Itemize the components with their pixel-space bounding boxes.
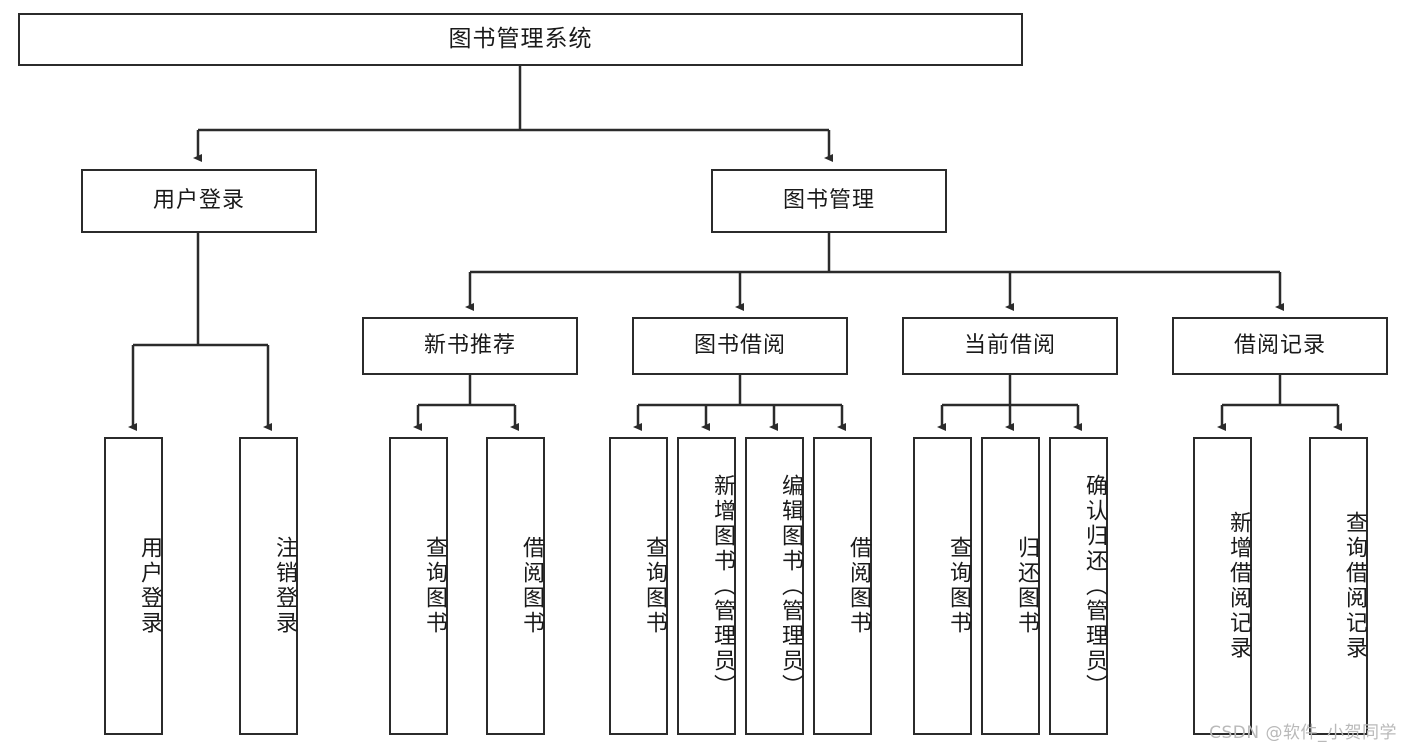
edge-login-to-leaves bbox=[128, 232, 272, 431]
edge-bookmgmt-to-level3 bbox=[465, 232, 1284, 311]
node-leaf-borrow-book[interactable]: 借阅图书 bbox=[813, 437, 872, 735]
node-leaf-logout-label: 注销登录 bbox=[272, 536, 297, 636]
node-leaf-query-borrow-record-label: 查询借阅记录 bbox=[1342, 511, 1367, 661]
edge-current-to-leaves bbox=[937, 375, 1082, 431]
node-current-borrow[interactable]: 当前借阅 bbox=[902, 317, 1118, 375]
node-leaf-query-book-new-label: 查询图书 bbox=[422, 536, 447, 636]
node-leaf-query-borrow-record[interactable]: 查询借阅记录 bbox=[1309, 437, 1368, 735]
node-borrow-records[interactable]: 借阅记录 bbox=[1172, 317, 1388, 375]
node-leaf-borrow-book-new[interactable]: 借阅图书 bbox=[486, 437, 545, 735]
node-leaf-edit-book-admin-label: 编辑图书（管理员） bbox=[778, 473, 803, 699]
node-leaf-add-book-admin[interactable]: 新增图书（管理员） bbox=[677, 437, 736, 735]
node-new-book-recommend-label: 新书推荐 bbox=[423, 332, 516, 358]
node-root-label: 图书管理系统 bbox=[448, 25, 593, 52]
node-leaf-confirm-return-admin-label: 确认归还（管理员） bbox=[1082, 473, 1107, 699]
node-leaf-borrow-book-new-label: 借阅图书 bbox=[519, 536, 544, 636]
node-leaf-add-borrow-record[interactable]: 新增借阅记录 bbox=[1193, 437, 1252, 735]
node-leaf-return-book-label: 归还图书 bbox=[1014, 536, 1039, 636]
node-root[interactable]: 图书管理系统 bbox=[18, 13, 1023, 66]
node-leaf-borrow-book-label: 借阅图书 bbox=[846, 536, 871, 636]
watermark-text: CSDN @软件_小贺同学 bbox=[1209, 723, 1397, 743]
node-leaf-query-book-current[interactable]: 查询图书 bbox=[913, 437, 972, 735]
edge-borrow-to-leaves bbox=[633, 375, 846, 431]
node-current-borrow-label: 当前借阅 bbox=[963, 332, 1056, 358]
node-book-borrow-label: 图书借阅 bbox=[693, 332, 786, 358]
node-user-login[interactable]: 用户登录 bbox=[81, 169, 317, 233]
node-book-borrow[interactable]: 图书借阅 bbox=[632, 317, 848, 375]
node-leaf-add-borrow-record-label: 新增借阅记录 bbox=[1226, 511, 1251, 661]
node-book-management-label: 图书管理 bbox=[782, 187, 875, 213]
node-leaf-edit-book-admin[interactable]: 编辑图书（管理员） bbox=[745, 437, 804, 735]
edge-records-to-leaves bbox=[1217, 375, 1342, 431]
node-leaf-query-book-current-label: 查询图书 bbox=[946, 536, 971, 636]
node-book-management[interactable]: 图书管理 bbox=[711, 169, 947, 233]
node-leaf-query-book-label: 查询图书 bbox=[642, 536, 667, 636]
node-new-book-recommend[interactable]: 新书推荐 bbox=[362, 317, 578, 375]
node-leaf-user-login-label: 用户登录 bbox=[137, 536, 162, 636]
node-borrow-records-label: 借阅记录 bbox=[1233, 332, 1326, 358]
edge-root-to-level2 bbox=[193, 66, 833, 162]
node-leaf-confirm-return-admin[interactable]: 确认归还（管理员） bbox=[1049, 437, 1108, 735]
node-user-login-label: 用户登录 bbox=[152, 187, 245, 213]
node-leaf-query-book-new[interactable]: 查询图书 bbox=[389, 437, 448, 735]
node-leaf-add-book-admin-label: 新增图书（管理员） bbox=[710, 473, 735, 699]
node-leaf-query-book[interactable]: 查询图书 bbox=[609, 437, 668, 735]
node-leaf-user-login[interactable]: 用户登录 bbox=[104, 437, 163, 735]
edge-newbooks-to-leaves bbox=[413, 375, 519, 431]
node-leaf-return-book[interactable]: 归还图书 bbox=[981, 437, 1040, 735]
node-leaf-logout[interactable]: 注销登录 bbox=[239, 437, 298, 735]
